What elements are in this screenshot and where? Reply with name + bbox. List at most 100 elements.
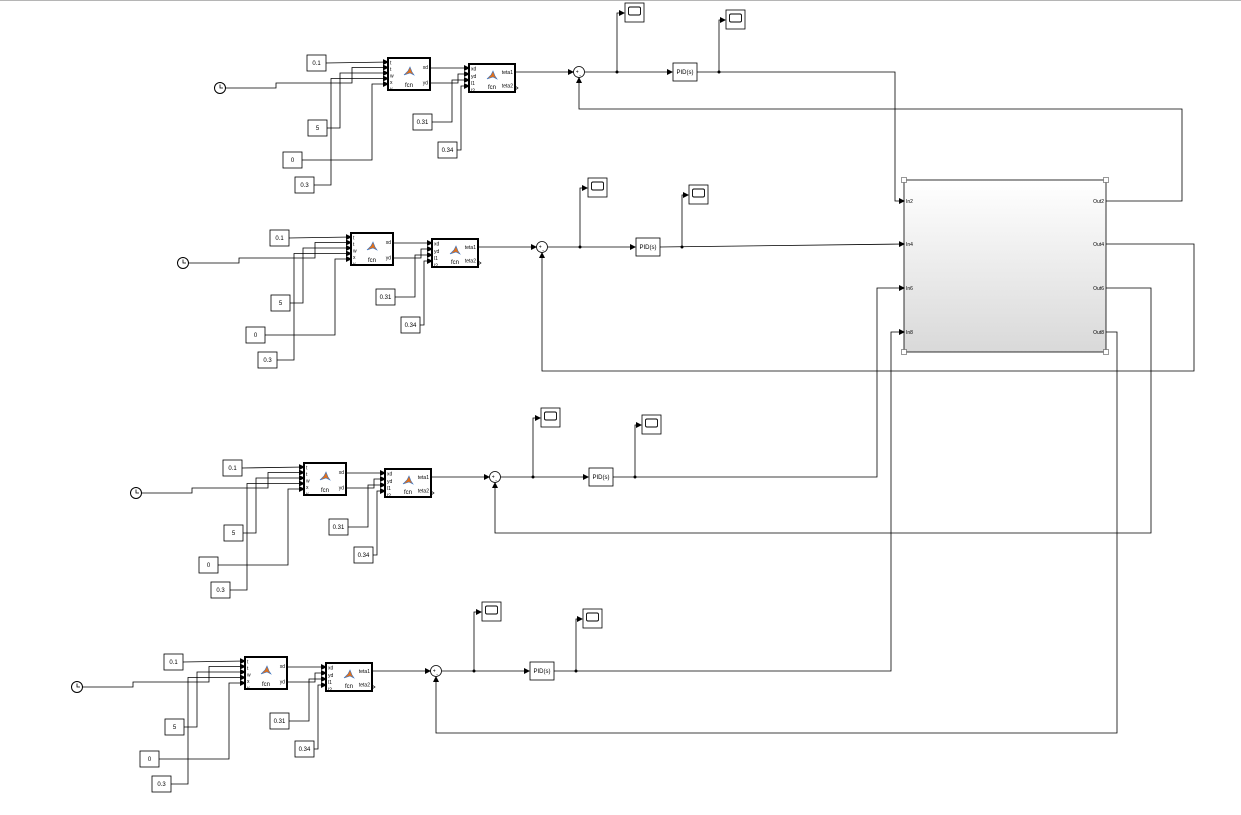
- input-port-label: t: [247, 660, 249, 666]
- constant-block[interactable]: 0.34: [400, 316, 421, 334]
- feedback-line: [539, 243, 1195, 372]
- output-port-label: teta1: [502, 70, 513, 76]
- constant-block[interactable]: 0.34: [294, 740, 315, 758]
- signal-line: [159, 680, 246, 760]
- resize-handle[interactable]: [901, 177, 907, 183]
- constant-value: 0.34: [358, 553, 370, 559]
- pid-controller-block[interactable]: PID(s): [672, 62, 698, 82]
- signal-line: [302, 81, 389, 161]
- constant-value: 0.31: [333, 525, 345, 531]
- clock-icon[interactable]: [71, 681, 83, 693]
- input-port-label: w: [247, 673, 251, 679]
- input-port-label: x: [306, 485, 309, 491]
- scope-icon[interactable]: [624, 2, 645, 23]
- sum-icon[interactable]: +-: [430, 665, 442, 678]
- constant-block[interactable]: 0.1: [222, 459, 243, 477]
- signal-line: [171, 674, 246, 785]
- constant-block[interactable]: 0: [139, 750, 160, 768]
- constant-value: 0.34: [299, 747, 311, 753]
- signal-line: [457, 83, 470, 151]
- pid-controller-block[interactable]: PID(s): [635, 237, 661, 257]
- constant-block[interactable]: 5: [270, 294, 291, 312]
- signal-line: [289, 676, 327, 722]
- scope-icon[interactable]: [481, 601, 502, 622]
- pid-controller-block[interactable]: PID(s): [529, 661, 555, 681]
- constant-block[interactable]: 0: [198, 556, 219, 574]
- scope-icon[interactable]: [688, 184, 709, 205]
- constant-block[interactable]: 5: [164, 718, 185, 736]
- constant-block[interactable]: 5: [223, 524, 244, 542]
- scope-icon[interactable]: [582, 608, 603, 629]
- constant-value: 0.1: [275, 236, 284, 242]
- matlab-function-icon: [366, 241, 378, 251]
- signal-line: [327, 70, 389, 129]
- constant-block[interactable]: 0.31: [375, 288, 396, 306]
- clock-icon[interactable]: [130, 487, 142, 499]
- constant-block[interactable]: 0.3: [210, 581, 231, 599]
- constant-block[interactable]: 0.31: [269, 712, 290, 730]
- constant-block[interactable]: 0: [282, 151, 303, 169]
- constant-block[interactable]: 0: [245, 326, 266, 344]
- output-port-label: teta1: [465, 245, 476, 251]
- sum-icon[interactable]: +-: [573, 66, 585, 79]
- constant-value: 0.31: [417, 120, 429, 126]
- sum-icon[interactable]: +-: [536, 241, 548, 254]
- constant-block[interactable]: 0.34: [353, 546, 374, 564]
- scope-icon[interactable]: [587, 177, 608, 198]
- input-port-label: t: [353, 242, 355, 248]
- constant-value: 5: [232, 531, 236, 537]
- signal-line: [184, 669, 246, 728]
- constant-value: 5: [316, 126, 320, 132]
- signal-line: [325, 59, 389, 66]
- function-name: fcn: [488, 85, 496, 91]
- constant-block[interactable]: 0.3: [257, 351, 278, 369]
- input-port-label: yd: [434, 249, 440, 255]
- clock-icon[interactable]: [214, 82, 226, 94]
- constant-value: 0.31: [274, 719, 286, 725]
- constant-block[interactable]: 5: [307, 119, 328, 137]
- constant-block[interactable]: 0.34: [437, 141, 458, 159]
- resize-handle[interactable]: [1103, 177, 1109, 183]
- constant-block[interactable]: 0.1: [306, 54, 327, 72]
- sum-icon[interactable]: +-: [489, 471, 501, 484]
- svg-text:-: -: [579, 73, 581, 79]
- signal-line: [532, 415, 541, 477]
- resize-handle[interactable]: [1103, 349, 1109, 355]
- unconnected-port: [371, 684, 376, 690]
- constant-value: 0: [207, 563, 211, 569]
- scope-icon[interactable]: [641, 414, 662, 435]
- resize-handle[interactable]: [901, 349, 907, 355]
- input-port-label: l2: [328, 688, 332, 694]
- input-port-label: yd: [387, 479, 393, 485]
- function-name: fcn: [368, 258, 376, 264]
- constant-block[interactable]: 0.3: [151, 775, 172, 793]
- constant-value: 0.3: [300, 183, 309, 189]
- function-name: fcn: [451, 260, 459, 266]
- constant-block[interactable]: 0.31: [412, 113, 433, 131]
- subsystem-output-label: Out8: [1093, 330, 1104, 336]
- signal-line: [575, 616, 583, 671]
- clock-icon[interactable]: [177, 257, 189, 269]
- output-port-label: teta1: [418, 475, 429, 481]
- constant-block[interactable]: 0.1: [163, 653, 184, 671]
- scope-icon[interactable]: [540, 407, 561, 428]
- constant-value: 0.31: [380, 295, 392, 301]
- signal-line: [659, 241, 905, 248]
- constant-value: 0.34: [442, 148, 454, 154]
- pid-controller-block[interactable]: PID(s): [588, 467, 614, 487]
- pid-label: PID(s): [534, 669, 551, 675]
- constant-block[interactable]: 0.3: [294, 176, 315, 194]
- constant-block[interactable]: 0.31: [328, 518, 349, 536]
- constant-block[interactable]: 0.1: [269, 229, 290, 247]
- scope-icon[interactable]: [725, 9, 746, 30]
